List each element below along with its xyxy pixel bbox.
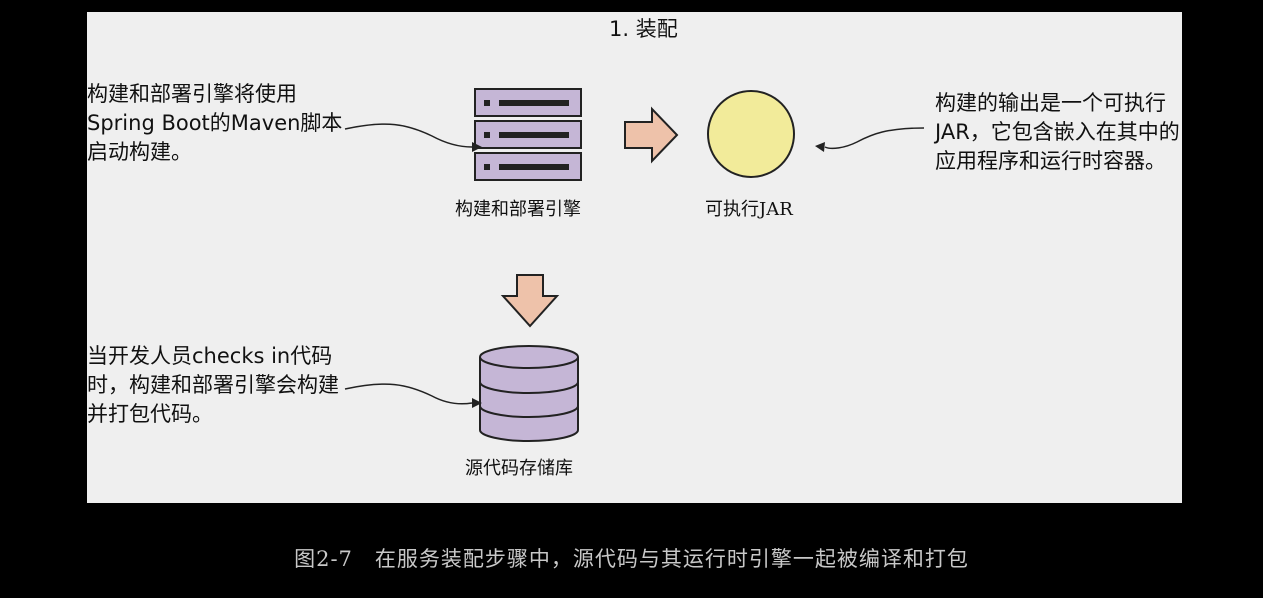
jar-circle-icon: [707, 90, 795, 178]
database-icon: [479, 345, 579, 442]
note-checkin: 当开发人员checks in代码时，构建和部署引擎会构建并打包代码。: [87, 344, 339, 426]
connector-arrow-right: [815, 127, 925, 152]
note-jar-output: 构建的输出是一个可执行JAR，它包含嵌入在其中的应用程序和运行时容器。: [935, 91, 1180, 173]
note-build-start: 构建和部署引擎将使用Spring Boot的Maven脚本启动构建。: [87, 82, 343, 164]
repo-label: 源代码存储库: [465, 458, 573, 479]
diagram-canvas: [344, 88, 925, 442]
diagram-title: 1. 装配: [609, 17, 678, 41]
jar-label: 可执行JAR: [705, 199, 793, 220]
diagram-panel: 1. 装配 构建和部署引擎将使用Spring Boot的Maven脚本启动构建。…: [87, 12, 1182, 503]
build-engine-label: 构建和部署引擎: [455, 199, 581, 220]
block-arrow-right: [624, 106, 679, 164]
connector-arrow-left-top: [344, 123, 482, 152]
build-engine-icon: [474, 88, 582, 181]
figure-caption: 图2-7 在服务装配步骤中，源代码与其运行时引擎一起被编译和打包: [294, 547, 969, 571]
block-arrow-down: [500, 274, 560, 328]
connector-arrow-left-bottom: [344, 383, 482, 408]
